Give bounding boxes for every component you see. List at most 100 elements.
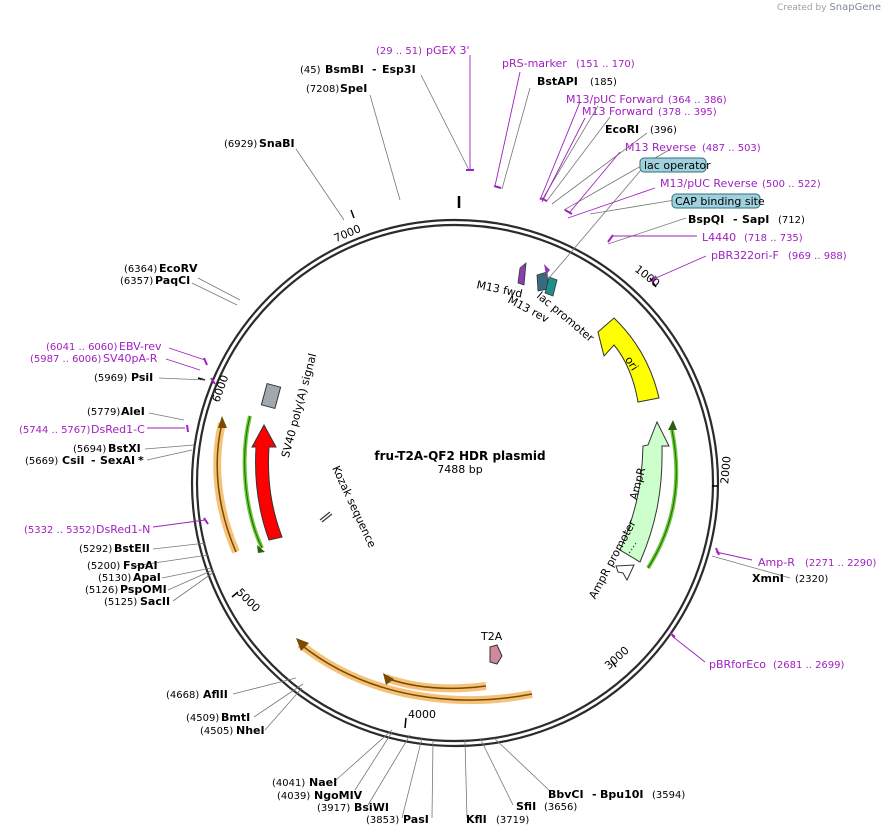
svg-text:CsiI: CsiI: [62, 454, 84, 467]
enzyme-sacii: (5125) SacII: [104, 595, 170, 608]
tick-2000: 2000: [712, 456, 734, 487]
ampr-promoter-label: AmpR promoter: [586, 517, 639, 601]
svg-text:SapI: SapI: [742, 213, 769, 226]
svg-text:pRS-marker: pRS-marker: [502, 57, 567, 70]
svg-text:(4505): (4505): [200, 726, 233, 737]
svg-text:(5126): (5126): [85, 585, 118, 596]
enzyme-ngomiv: (4039) NgoMIV: [277, 789, 363, 802]
primer-l4440: L4440 (718 .. 735): [702, 231, 803, 244]
svg-text:pBR322ori-F: pBR322ori-F: [711, 249, 779, 262]
svg-text:(4039): (4039): [277, 791, 310, 802]
tick-7000: 7000: [332, 209, 363, 245]
plasmid-name: fru-T2A-QF2 HDR plasmid: [374, 449, 545, 463]
svg-text:(6929): (6929): [224, 139, 257, 150]
svg-text:EBV-rev: EBV-rev: [119, 340, 162, 353]
svg-text:(6357): (6357): [120, 276, 153, 287]
svg-text:(718 .. 735): (718 .. 735): [744, 233, 803, 244]
svg-text:3000: 3000: [602, 644, 632, 672]
svg-text:(6364): (6364): [124, 264, 157, 275]
svg-text:(2320): (2320): [795, 574, 828, 585]
svg-text:(5332 .. 5352): (5332 .. 5352): [24, 525, 96, 536]
svg-text:AleI: AleI: [121, 405, 145, 418]
svg-text:(378 .. 395): (378 .. 395): [658, 107, 717, 118]
enzyme-csii: (5669) CsiI - SexAI *: [25, 454, 144, 467]
svg-text:(5987 .. 6006): (5987 .. 6006): [30, 354, 102, 365]
svg-text:(3853): (3853): [366, 815, 399, 826]
svg-text:(5130): (5130): [98, 573, 131, 584]
ori-label: ori: [622, 354, 641, 373]
enzyme-fspai: (5200) FspAI: [87, 559, 158, 572]
primer-marks: [186, 169, 720, 638]
snapgene-brand: SnapGene: [829, 2, 881, 13]
svg-text:M13 Reverse: M13 Reverse: [625, 141, 696, 154]
enzyme-snabi: (6929) SnaBI: [224, 137, 295, 150]
kozak-feature: [319, 511, 331, 521]
enzyme-ecorv: (6364) EcoRV: [124, 262, 198, 275]
svg-text:Amp-R: Amp-R: [758, 556, 795, 569]
svg-text:DsRed1-C: DsRed1-C: [91, 423, 145, 436]
connector-lines: [133, 74, 791, 819]
plasmid-length: 7488 bp: [437, 463, 482, 476]
svg-text:(5694): (5694): [73, 444, 106, 455]
orf-left: [213, 422, 240, 554]
svg-text:BsmBI: BsmBI: [325, 63, 364, 76]
enzyme-bsteii: (5292) BstEII: [79, 542, 150, 555]
svg-text:SnaBI: SnaBI: [259, 137, 295, 150]
svg-text:NaeI: NaeI: [309, 776, 337, 789]
svg-text:(4509): (4509): [186, 713, 219, 724]
primer-dsred1n: (5332 .. 5352) DsRed1-N: [24, 523, 150, 536]
primer-m13-fwd: M13 Forward (378 .. 395): [582, 105, 717, 118]
svg-text:ApaI: ApaI: [133, 571, 161, 584]
enzyme-alei: (5779) AleI: [87, 405, 145, 418]
primer-pbrforeco: pBRforEco (2681 .. 2699): [709, 658, 845, 671]
m13-fwd-feature: [517, 262, 527, 286]
svg-text:(7208): (7208): [306, 84, 339, 95]
enzyme-bsmbi: (45) BsmBI - Esp3I: [300, 63, 416, 76]
svg-text:7000: 7000: [332, 222, 363, 245]
ori-feature: [597, 317, 660, 403]
svg-text:(5125): (5125): [104, 597, 137, 608]
enzyme-ecori: EcoRI (396): [605, 123, 677, 136]
svg-text:(5200): (5200): [87, 561, 120, 572]
enzyme-sfii: SfiI (3656): [516, 800, 577, 813]
svg-text:BstAPI: BstAPI: [537, 75, 578, 88]
svg-text:(5669): (5669): [25, 456, 58, 467]
svg-text:SV40pA-R: SV40pA-R: [103, 352, 158, 365]
primer-ampr: Amp-R (2271 .. 2290): [758, 556, 877, 569]
svg-text:AflII: AflII: [203, 688, 228, 701]
svg-text:(969 .. 988): (969 .. 988): [788, 251, 847, 262]
svg-text:-: -: [372, 63, 377, 76]
svg-text:KflI: KflI: [466, 813, 487, 826]
svg-text:Bpu10I: Bpu10I: [600, 788, 644, 801]
primer-dsred1c: (5744 .. 5767) DsRed1-C: [19, 423, 145, 436]
enzyme-psii: (5969) PsiI: [94, 371, 153, 384]
svg-text:L4440: L4440: [702, 231, 736, 244]
svg-text:(364 .. 386): (364 .. 386): [668, 95, 727, 106]
enzyme-aflii: (4668) AflII: [166, 688, 228, 701]
ampr-promoter-feature: [615, 564, 635, 582]
svg-text:PasI: PasI: [403, 813, 429, 826]
svg-text:M13/pUC Reverse: M13/pUC Reverse: [660, 177, 758, 190]
svg-text:-: -: [91, 454, 96, 467]
svg-text:4000: 4000: [408, 708, 436, 721]
svg-text:(5292): (5292): [79, 544, 112, 555]
enzyme-bstapi: BstAPI (185): [537, 75, 617, 88]
svg-text:1000: 1000: [632, 263, 662, 290]
svg-text:(5744 .. 5767): (5744 .. 5767): [19, 425, 91, 436]
enzyme-bbvci: BbvCI - Bpu10I (3594): [548, 788, 685, 801]
enzyme-kfli: KflI (3719): [466, 813, 529, 826]
enzyme-bmti: (4509) BmtI: [186, 711, 250, 724]
t2a-label: T2A: [480, 630, 503, 643]
svg-text:CAP binding site: CAP binding site: [675, 195, 765, 208]
lac-operator-box: lac operator: [639, 157, 711, 173]
svg-text:(29 .. 51): (29 .. 51): [376, 46, 422, 57]
svg-text:5000: 5000: [234, 586, 263, 615]
svg-text:(151 .. 170): (151 .. 170): [576, 59, 635, 70]
t2a-feature: [489, 644, 503, 665]
svg-text:(185): (185): [590, 77, 617, 88]
svg-text:(3719): (3719): [496, 815, 529, 826]
svg-text:M13/pUC Forward: M13/pUC Forward: [566, 93, 664, 106]
enzyme-bspqi: BspQI - SapI (712): [688, 213, 805, 226]
svg-text:(396): (396): [650, 125, 677, 136]
enzyme-bsiwi: (3917) BsiWI: [317, 801, 389, 814]
